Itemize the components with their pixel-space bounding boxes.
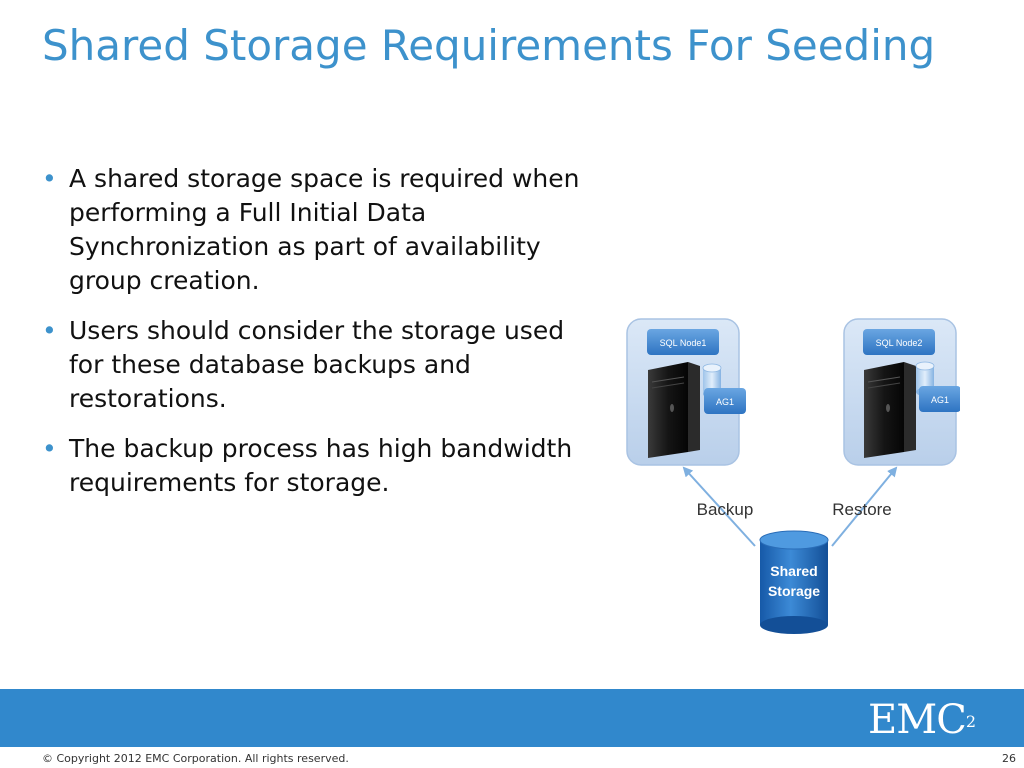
- bullet-text: A shared storage space is required when …: [69, 164, 580, 295]
- shared-storage-icon: Shared Storage: [759, 530, 829, 634]
- bullet-dot: •: [42, 434, 57, 463]
- emc-logo: EMC2: [868, 695, 976, 745]
- copyright-text: © Copyright 2012 EMC Corporation. All ri…: [42, 752, 349, 765]
- storage-label-line2: Storage: [768, 583, 820, 599]
- bullet-text: Users should consider the storage used f…: [69, 316, 565, 413]
- storage-label-line1: Shared: [770, 563, 817, 579]
- restore-label: Restore: [832, 500, 892, 519]
- logo-superscript: 2: [965, 712, 976, 731]
- bullet-item: • A shared storage space is required when…: [42, 162, 582, 298]
- bullet-text: The backup process has high bandwidth re…: [69, 434, 573, 497]
- sql-node2-label: SQL Node2: [876, 338, 923, 348]
- logo-text: EMC: [868, 697, 967, 743]
- seeding-diagram: SQL Node1 AG1 SQL Node2: [620, 312, 961, 642]
- footer-bar: EMC2: [0, 689, 1024, 747]
- ag1-label: AG1: [716, 397, 734, 407]
- bullet-dot: •: [42, 164, 57, 193]
- server-icon: [648, 362, 700, 458]
- page-number: 26: [1002, 752, 1016, 765]
- sql-node1-panel: SQL Node1 AG1: [626, 318, 746, 466]
- sql-node2-panel: SQL Node2 AG1: [843, 318, 961, 466]
- ag1-label: AG1: [931, 395, 949, 405]
- backup-arrow: [682, 466, 756, 547]
- bullet-dot: •: [42, 316, 57, 345]
- bullet-item: • Users should consider the storage used …: [42, 314, 582, 416]
- bullet-item: • The backup process has high bandwidth r…: [42, 432, 582, 500]
- slide-title: Shared Storage Requirements For Seeding: [42, 21, 936, 70]
- backup-label: Backup: [697, 500, 754, 519]
- server-icon: [864, 362, 916, 458]
- bullet-list: • A shared storage space is required when…: [42, 162, 582, 516]
- restore-arrow: [831, 466, 898, 547]
- sql-node1-label: SQL Node1: [660, 338, 707, 348]
